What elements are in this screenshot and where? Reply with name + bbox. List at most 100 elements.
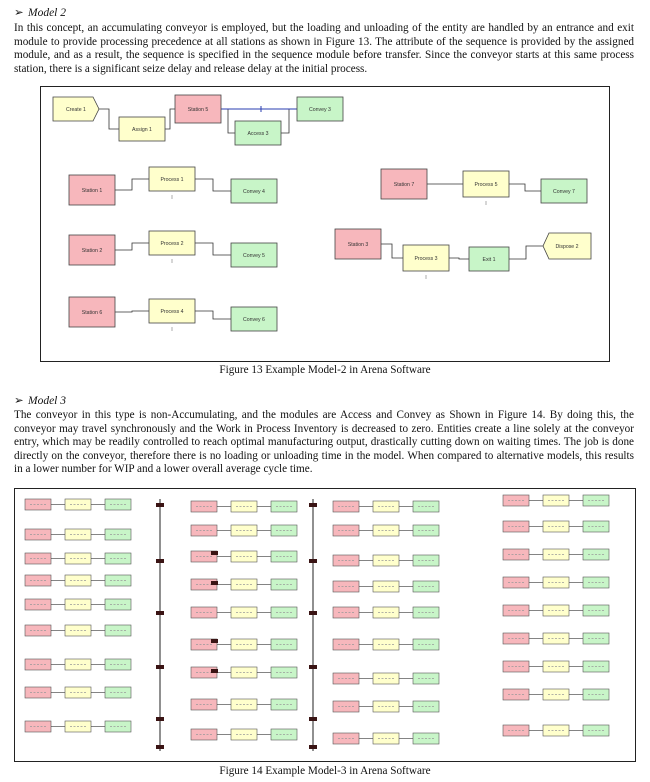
model3-heading-text: Model 3	[28, 395, 67, 407]
module-label: Assign 1	[132, 127, 152, 133]
module-row	[24, 498, 132, 511]
module-row	[502, 520, 610, 533]
module-shape	[462, 170, 510, 198]
module-row	[24, 686, 132, 699]
arena-module: Convey 3	[296, 96, 344, 122]
module-shape	[230, 178, 278, 204]
figure-13: Create 1 Assign 1 Station 5 Access 3 Convey …	[40, 86, 610, 362]
connector-line	[509, 245, 543, 260]
arena-module: Station 1	[68, 174, 116, 206]
conveyor-segment	[309, 559, 317, 563]
module-label: Station 2	[82, 248, 103, 254]
module-shape	[230, 306, 278, 332]
arena-module: Process 3	[402, 244, 450, 279]
module-row	[24, 552, 132, 565]
connector-line	[381, 243, 403, 259]
module-row	[24, 720, 132, 733]
module-row	[332, 500, 440, 513]
module-row	[332, 732, 440, 745]
module-shape	[52, 96, 100, 122]
connector-line	[281, 108, 297, 134]
model2-heading-text: Model 2	[28, 7, 67, 19]
arena-module: Process 1	[148, 166, 196, 199]
module-label: Convey 5	[243, 253, 265, 259]
module-label: Create 1	[66, 107, 86, 113]
model3-heading: ➢ Model 3	[14, 394, 66, 408]
conveyor-segment	[156, 611, 164, 615]
conveyor-segment	[309, 717, 317, 721]
connector-line	[115, 178, 149, 191]
module-row	[190, 578, 298, 591]
connector-line	[115, 310, 149, 313]
arena-module: Convey 6	[230, 306, 278, 332]
connector-line	[509, 183, 541, 192]
conveyor-segment	[211, 669, 218, 673]
module-row	[332, 700, 440, 713]
module-row	[190, 524, 298, 537]
module-label: Access 3	[247, 131, 268, 137]
conveyor-segment	[211, 581, 218, 585]
module-shape	[148, 166, 196, 192]
conveyor-segment	[309, 745, 317, 749]
module-label: Exit 1	[483, 257, 496, 263]
module-row	[24, 624, 132, 637]
module-row	[190, 500, 298, 513]
arrow-bullet-icon: ➢	[14, 7, 24, 19]
module-row	[332, 580, 440, 593]
arena-module: Process 5	[462, 170, 510, 205]
module-label: Convey 6	[243, 317, 265, 323]
module-label: Station 1	[82, 188, 103, 194]
connector-line	[449, 257, 469, 260]
figure-14-caption: Figure 14 Example Model-3 in Arena Softw…	[219, 765, 431, 777]
arena-module: Access 3	[234, 120, 282, 146]
module-shape	[230, 242, 278, 268]
connector-line	[99, 108, 119, 130]
module-shape	[542, 232, 592, 260]
module-shape	[68, 234, 116, 266]
module-shape	[402, 244, 450, 272]
arena-module: Convey 5	[230, 242, 278, 268]
connector-line	[221, 108, 235, 134]
module-shape	[380, 168, 428, 200]
arena-module: Station 3	[334, 228, 382, 260]
module-label: Station 5	[188, 107, 209, 113]
arena-module: Exit 1	[468, 246, 510, 272]
module-row	[24, 658, 132, 671]
module-row	[502, 576, 610, 589]
module-shape	[234, 120, 282, 146]
arena-module: Process 2	[148, 230, 196, 263]
module-label: Convey 7	[553, 189, 575, 195]
module-label: Process 4	[160, 309, 183, 315]
module-label: Process 3	[414, 256, 437, 262]
module-label: Convey 4	[243, 189, 265, 195]
module-row	[190, 638, 298, 651]
module-label: Convey 3	[309, 107, 331, 113]
arrow-bullet-icon: ➢	[14, 395, 24, 407]
module-row	[502, 724, 610, 737]
conveyor-segment	[309, 665, 317, 669]
conveyor-segment	[156, 665, 164, 669]
module-row	[332, 672, 440, 685]
arena-module: Station 6	[68, 296, 116, 328]
module-shape	[334, 228, 382, 260]
module-row	[190, 698, 298, 711]
module-row	[502, 632, 610, 645]
arena-module: Convey 7	[540, 178, 588, 204]
figure-14-diagram	[24, 494, 610, 751]
arena-module: Assign 1	[118, 116, 166, 142]
connector-line	[115, 242, 149, 251]
module-row	[332, 524, 440, 537]
module-row	[24, 574, 132, 587]
module-row	[502, 494, 610, 507]
module-label: Station 7	[394, 182, 415, 188]
module-shape	[148, 230, 196, 256]
arena-module: Convey 4	[230, 178, 278, 204]
model3-paragraph: The conveyor in this type is non-Accumul…	[14, 409, 634, 476]
conveyor-segment	[156, 559, 164, 563]
connector-line	[195, 178, 231, 192]
module-label: Dispose 2	[555, 244, 578, 250]
module-label: Process 2	[160, 241, 183, 247]
module-row	[332, 606, 440, 619]
model2-paragraph: In this concept, an accumulating conveyo…	[14, 22, 634, 75]
